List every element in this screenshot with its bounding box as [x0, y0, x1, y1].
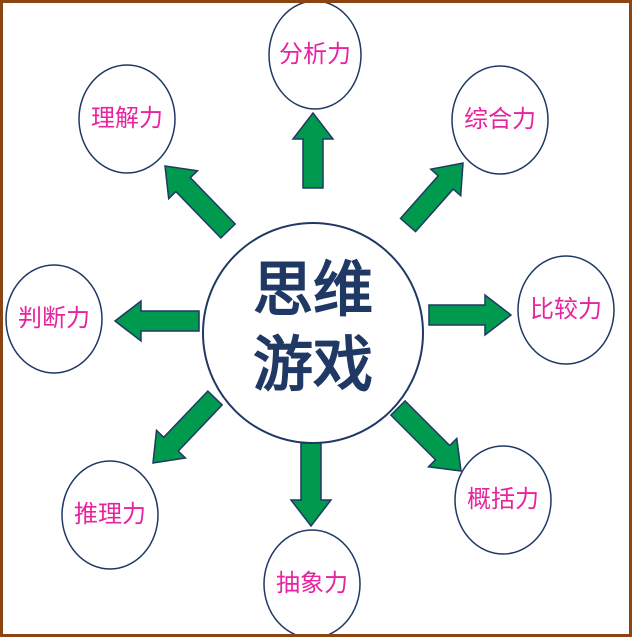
node-label-abstraction: 抽象力 — [276, 569, 348, 597]
arrow-to-generalization — [389, 399, 462, 472]
node-reasoning: 推理力 — [61, 460, 159, 570]
arrow-to-synthesis — [399, 162, 464, 233]
arrow-to-judgment — [113, 299, 200, 343]
node-comparison: 比较力 — [517, 255, 615, 365]
arrow-to-reasoning — [152, 390, 224, 464]
node-ellipse-analysis — [268, 3, 362, 110]
center-ellipse — [202, 222, 424, 444]
node-ellipse-judgment — [5, 264, 103, 374]
center-label-line2: 游戏 — [253, 331, 373, 401]
node-label-generalization: 概括力 — [467, 485, 539, 513]
node-understanding: 理解力 — [78, 64, 176, 174]
node-ellipse-comparison — [517, 255, 615, 365]
node-label-synthesis: 综合力 — [464, 105, 536, 133]
node-judgment: 判断力 — [5, 264, 103, 374]
center-node: 思维 游戏 — [202, 222, 424, 444]
node-ellipse-generalization — [454, 445, 552, 555]
node-analysis: 分析力 — [268, 3, 362, 110]
node-ellipse-synthesis — [451, 65, 549, 175]
arrow-to-understanding — [164, 165, 237, 240]
node-ellipse-understanding — [78, 64, 176, 174]
arrow-to-analysis — [291, 111, 335, 189]
center-label-line1: 思维 — [253, 256, 373, 326]
arrow-to-abstraction — [289, 442, 333, 528]
node-label-comparison: 比较力 — [530, 295, 602, 323]
node-label-judgment: 判断力 — [18, 304, 90, 332]
node-abstraction: 抽象力 — [263, 529, 361, 634]
arrow-to-comparison — [428, 293, 513, 337]
node-label-reasoning: 推理力 — [74, 500, 146, 528]
node-synthesis: 综合力 — [451, 65, 549, 175]
node-generalization: 概括力 — [454, 445, 552, 555]
node-ellipse-abstraction — [263, 529, 361, 634]
node-label-understanding: 理解力 — [91, 104, 163, 132]
node-ellipse-reasoning — [61, 460, 159, 570]
node-label-analysis: 分析力 — [279, 40, 351, 68]
arrows-layer — [113, 111, 513, 528]
